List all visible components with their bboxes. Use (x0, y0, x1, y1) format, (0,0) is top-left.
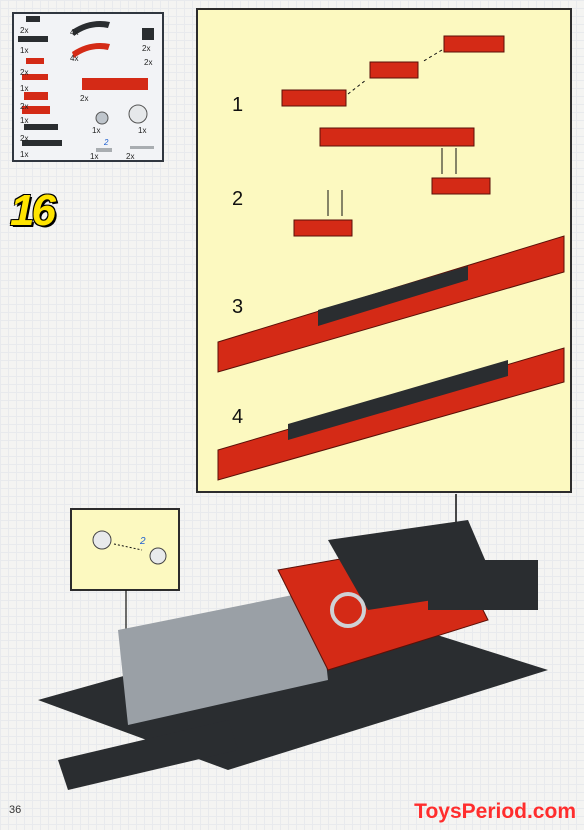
plate-1c (443, 35, 505, 53)
callout-arrow (113, 543, 143, 551)
substep-label-2: 2 (232, 188, 244, 210)
plate-2b (431, 177, 491, 195)
plate-1b (369, 61, 419, 79)
part-qty-8: 1x (20, 150, 29, 159)
beam-4 (217, 347, 565, 481)
part-red-plate-long (22, 74, 48, 80)
watermark: ToysPeriod.com (414, 800, 576, 823)
part-black-plate-long (22, 140, 62, 146)
plate-1a (281, 89, 347, 107)
part-red-plate-3 (22, 106, 50, 114)
arrow-1b (421, 49, 443, 63)
part-qty-7: 2x (20, 134, 29, 143)
part-axle (130, 146, 154, 149)
parts-list-panel: 2x 1x 2x 1x 2x 1x 2x 1x 4x 4x 2x 2x 2x 1… (12, 12, 164, 162)
beam-3-black-plate (318, 266, 468, 326)
plate-2a (293, 219, 353, 237)
part-highlight-number: 2 (104, 138, 109, 147)
part-qty-5: 2x (20, 102, 29, 111)
substep-label-4: 4 (232, 406, 244, 428)
callout-panel: 2 (70, 508, 180, 591)
part-qty-14: 1x (92, 126, 101, 135)
part-qty-1: 2x (20, 26, 29, 35)
plate-2-long (319, 127, 475, 147)
substep-label-1: 1 (232, 94, 244, 116)
step-number-badge: 16 (10, 186, 56, 235)
part-qty-17: 2x (126, 152, 135, 161)
part-black-plate (18, 36, 48, 42)
part-black-block (142, 28, 154, 40)
part-qty-15: 1x (138, 126, 147, 135)
part-qty-3: 2x (20, 68, 29, 77)
page-number: 36 (9, 804, 22, 816)
subassembly-illustration (217, 35, 565, 481)
arrow-1a (347, 79, 367, 95)
part-qty-9: 4x (70, 28, 79, 37)
callout-connector (92, 530, 112, 550)
model-white-ring (330, 592, 366, 628)
model-chassis (38, 610, 548, 770)
part-qty-6: 1x (20, 116, 29, 125)
part-white-wheel (128, 104, 148, 124)
part-black-plate-small (26, 16, 40, 22)
part-qty-16: 1x (90, 152, 99, 161)
part-qty-4: 1x (20, 84, 29, 93)
beam-4-black-plate (288, 360, 508, 440)
part-qty-10: 4x (70, 54, 79, 63)
callout-highlight-number: 2 (140, 536, 146, 547)
part-axle-short (96, 148, 112, 152)
model-rear-block (428, 560, 538, 610)
beam-3 (217, 235, 565, 373)
model-engine (118, 590, 328, 725)
part-qty-11: 2x (142, 44, 151, 53)
part-gray-connector (95, 111, 109, 125)
model-front-bar (58, 720, 238, 790)
part-qty-12: 2x (144, 58, 153, 67)
part-red-plate-2 (24, 92, 48, 100)
callout-illustration (92, 530, 167, 565)
part-qty-2: 1x (20, 46, 29, 55)
subassembly-panel: 1 2 3 4 (196, 8, 572, 493)
main-model-illustration (38, 520, 548, 790)
part-red-arch (72, 43, 110, 58)
part-black-tile (24, 124, 58, 130)
part-red-technic-beam (82, 78, 148, 90)
part-black-arch (72, 21, 110, 36)
callout-bushing (149, 547, 167, 565)
parts-illustration (18, 16, 154, 152)
part-qty-13: 2x (80, 94, 89, 103)
part-red-plate (26, 58, 44, 64)
substep-label-3: 3 (232, 296, 244, 318)
